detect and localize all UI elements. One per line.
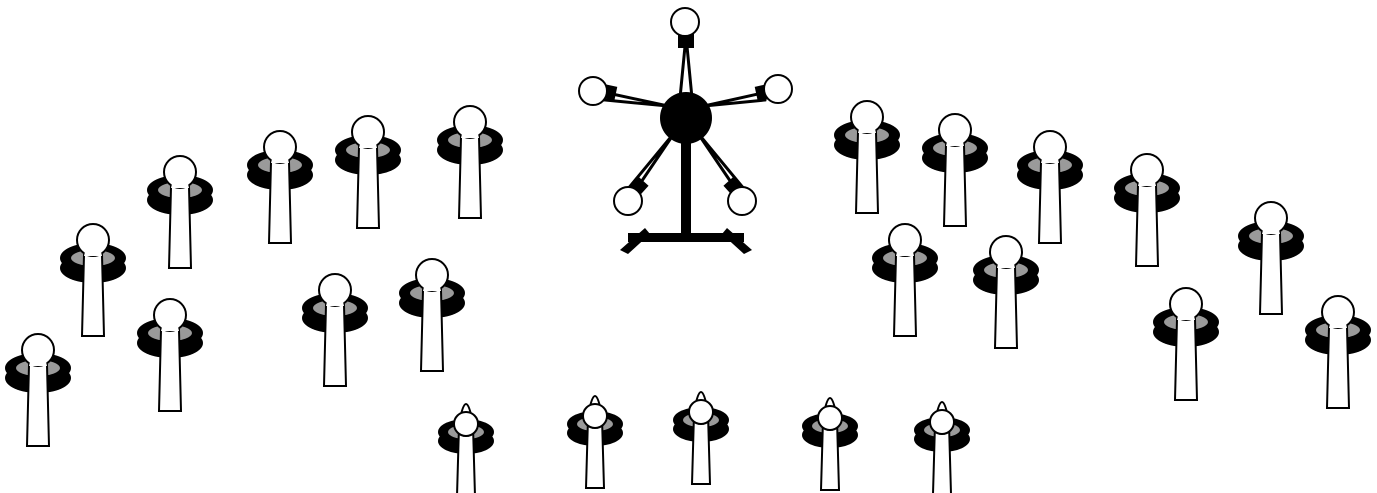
pawn-figure [147, 156, 213, 268]
pawn-figure [673, 392, 729, 484]
pawn-figure [914, 402, 970, 493]
star-apparatus [579, 8, 792, 254]
pawn-figure [137, 299, 203, 411]
pawn-figure [973, 236, 1039, 348]
pawn-figure [922, 114, 988, 226]
pawn-figure [438, 404, 494, 493]
pawn-figure [5, 334, 71, 446]
pawn-figure [60, 224, 126, 336]
pawn-figure [1153, 288, 1219, 400]
pawn-figure [247, 131, 313, 243]
pawn-figure [567, 396, 623, 488]
pawn-figure [1017, 131, 1083, 243]
pawn-figure [1238, 202, 1304, 314]
pawn-figure [1305, 296, 1371, 408]
pawn-figure [834, 101, 900, 213]
pawn-figure [802, 398, 858, 490]
pawn-figure [872, 224, 938, 336]
pawn-figure [1114, 154, 1180, 266]
pawn-figure [437, 106, 503, 218]
pawn-figure [302, 274, 368, 386]
pawn-figure [335, 116, 401, 228]
pawn-figure [399, 259, 465, 371]
